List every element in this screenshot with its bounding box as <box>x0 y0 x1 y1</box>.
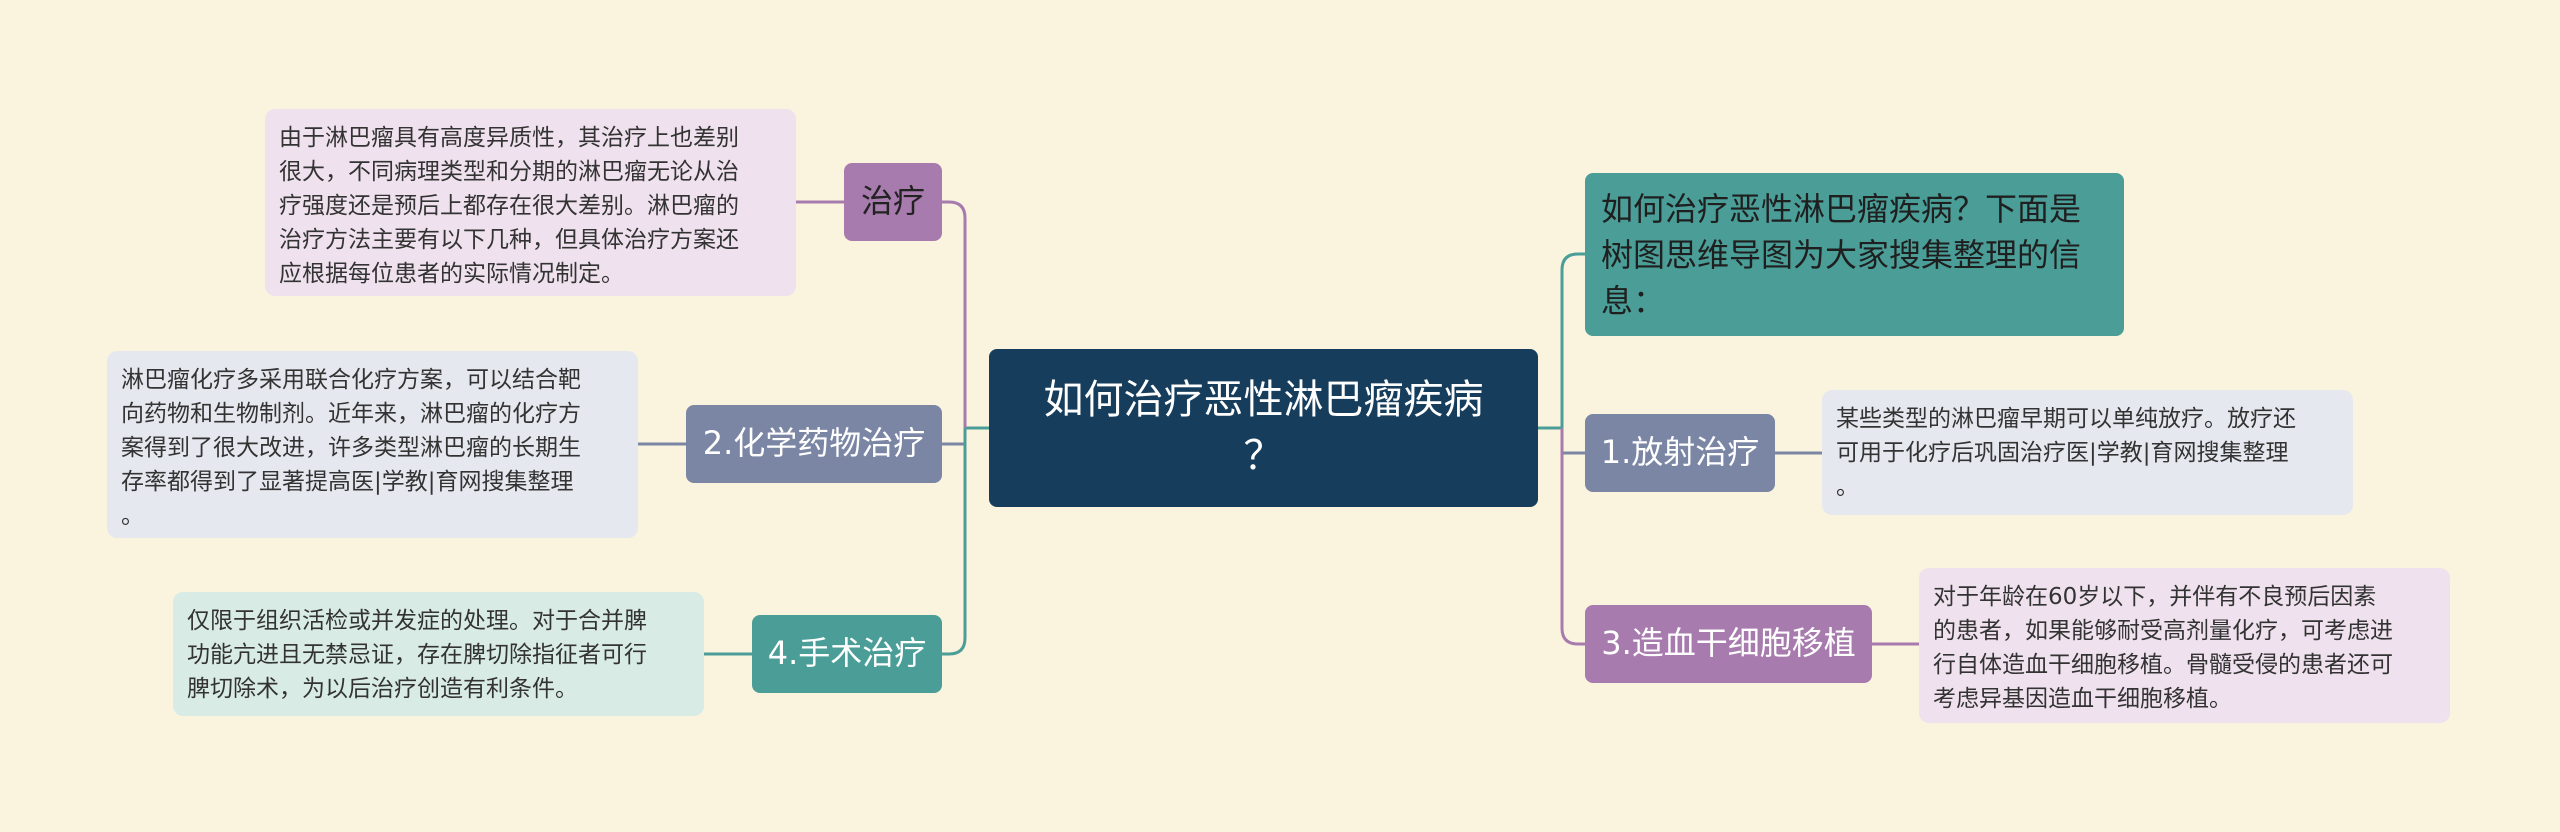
branch-zaoxue[interactable]: 3.造血干细胞移植 <box>1585 605 1872 683</box>
connector-right-intro <box>1560 252 1585 428</box>
branch-huaxue[interactable]: 2.化学药物治疗 <box>686 405 942 483</box>
root-topic[interactable]: 如何治疗恶性淋巴瘤疾病 ？ <box>989 349 1538 507</box>
branch-shoushu[interactable]: 4.手术治疗 <box>752 615 942 693</box>
branch-zhiliao[interactable]: 治疗 <box>844 163 942 241</box>
note-zhiliao: 由于淋巴瘤具有高度异质性，其治疗上也差别 很大，不同病理类型和分期的淋巴瘤无论从… <box>265 109 796 296</box>
note-zaoxue: 对于年龄在60岁以下，并伴有不良预后因素 的患者，如果能够耐受高剂量化疗，可考虑… <box>1919 568 2450 723</box>
note-huaxue: 淋巴瘤化疗多采用联合化疗方案，可以结合靶 向药物和生物制剂。近年来，淋巴瘤的化疗… <box>107 351 638 538</box>
connector-left-zhiliao <box>942 200 967 428</box>
connector-right-fangshe <box>1560 428 1585 455</box>
note-shoushu: 仅限于组织活检或并发症的处理。对于合并脾 功能亢进且无禁忌证，存在脾切除指征者可… <box>173 592 704 716</box>
note-fangshe: 某些类型的淋巴瘤早期可以单纯放疗。放疗还 可用于化疗后巩固治疗医|学教|育网搜集… <box>1822 390 2353 515</box>
connector-left-huaxue <box>942 428 967 446</box>
connector-right-zaoxue <box>1560 428 1585 646</box>
branch-fangshe[interactable]: 1.放射治疗 <box>1585 414 1775 492</box>
intro-topic[interactable]: 如何治疗恶性淋巴瘤疾病？下面是 树图思维导图为大家搜集整理的信 息： <box>1585 173 2124 336</box>
connector-left-shoushu <box>942 428 967 656</box>
